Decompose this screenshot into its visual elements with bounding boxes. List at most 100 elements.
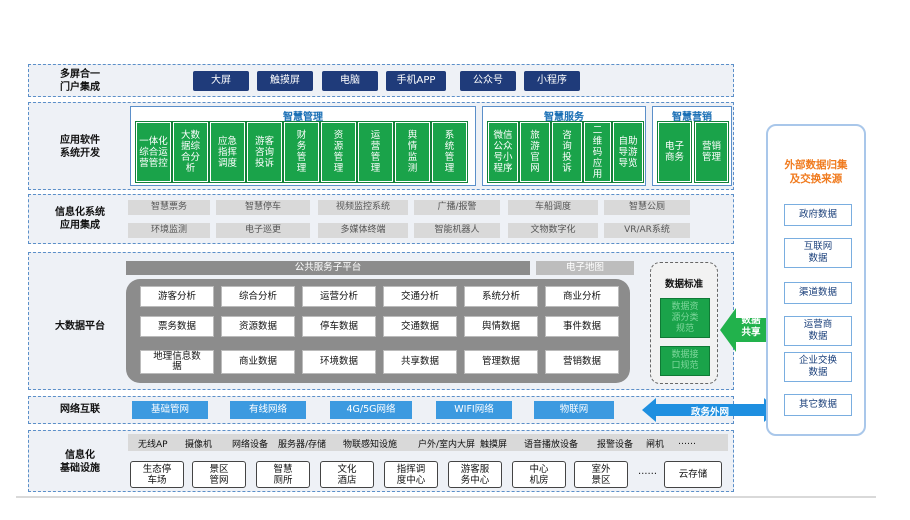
infra-facility: 景区 管网 <box>192 461 246 488</box>
gov-network-label: 政务外网 <box>690 407 729 418</box>
data-standard-item: 数据接 口规范 <box>660 346 710 376</box>
smart-management-item[interactable]: 资 源 管 理 <box>320 121 357 183</box>
infra-device-bar <box>128 434 728 451</box>
platform-item: 运营分析 <box>302 286 376 307</box>
smart-management-item[interactable]: 系 统 管 理 <box>431 121 468 183</box>
infra-device: 摄像机 <box>185 440 213 450</box>
infra-facility: 文化 酒店 <box>320 461 374 488</box>
smart-service-item[interactable]: 微信 公众 号小 程序 <box>487 121 519 183</box>
external-data-title: 外部数据归集 及交换来源 <box>784 159 848 185</box>
smart-management-item[interactable]: 舆 情 监 测 <box>394 121 431 183</box>
public-service-bar: 公共服务子平台 <box>126 261 530 275</box>
info-system-item: 文物数字化 <box>508 223 598 238</box>
infra-device: 服务器/存储 <box>278 440 327 450</box>
portal-label: 多屏合一 门户集成 <box>60 69 100 93</box>
smart-management-item[interactable]: 一体化 综合运 营管控 <box>135 121 172 183</box>
smart-marketing-item[interactable]: 电子 商务 <box>657 121 692 183</box>
infra-facility: 室外 景区 <box>574 461 628 488</box>
platform-item: 商业数据 <box>221 350 295 374</box>
infra-facility: 中心 机房 <box>512 461 566 488</box>
platform-item: 营销数据 <box>545 350 619 374</box>
infra-device: 语音播放设备 <box>524 440 579 450</box>
smart-service-title: 智慧服务 <box>544 112 584 123</box>
smart-management-item[interactable]: 游客 咨询 投诉 <box>246 121 283 183</box>
external-data-item: 互联网 数据 <box>784 238 852 268</box>
info-system-item: 视频监控系统 <box>318 200 408 215</box>
external-data-item: 渠道数据 <box>784 282 852 304</box>
external-data-panel <box>766 124 866 436</box>
info-system-item: VR/AR系统 <box>604 223 690 238</box>
network-item: 基础管网 <box>132 401 208 419</box>
data-share-label: 数据 共享 <box>741 315 761 338</box>
apps-label: 应用软件 系统开发 <box>60 135 100 159</box>
smart-service-item[interactable]: 咨 询 投 诉 <box>551 121 583 183</box>
infra-facility: 游客服 务中心 <box>448 461 502 488</box>
external-data-item: 企业交换 数据 <box>784 352 852 382</box>
platform-item: 地理信息数 据 <box>140 350 214 374</box>
infra-device: 触摸屏 <box>480 440 508 450</box>
infra-device: 物联感知设施 <box>343 440 398 450</box>
e-map-bar: 电子地图 <box>536 261 634 275</box>
platform-item: 环境数据 <box>302 350 376 374</box>
portal-item[interactable]: 触摸屏 <box>257 71 313 91</box>
info-system-item: 智慧公厕 <box>604 200 690 215</box>
network-label: 网络互联 <box>60 404 100 415</box>
platform-item: 综合分析 <box>221 286 295 307</box>
bigdata-label: 大数据平台 <box>55 321 105 332</box>
platform-item: 停车数据 <box>302 316 376 337</box>
smart-management-title: 智慧管理 <box>283 112 323 123</box>
smart-marketing-item[interactable]: 营销 管理 <box>694 121 729 183</box>
portal-item[interactable]: 大屏 <box>193 71 249 91</box>
infra-device: 户外/室内大屏 <box>418 440 476 450</box>
portal-item[interactable]: 手机APP <box>386 71 446 91</box>
info-system-item: 电子巡更 <box>216 223 310 238</box>
external-data-item: 其它数据 <box>784 394 852 416</box>
infra-device: …… <box>678 437 696 447</box>
portal-row <box>28 64 734 97</box>
infra-label: 信息化 基础设施 <box>60 450 100 474</box>
platform-item: 商业分析 <box>545 286 619 307</box>
external-data-item: 政府数据 <box>784 204 852 226</box>
smart-management-item[interactable]: 运 营 管 理 <box>357 121 394 183</box>
info-system-item: 智能机器人 <box>414 223 500 238</box>
portal-item[interactable]: 电脑 <box>322 71 378 91</box>
platform-item: 资源数据 <box>221 316 295 337</box>
smart-service-item[interactable]: 自助 导游 导览 <box>612 121 644 183</box>
infra-device: 网络设备 <box>232 440 269 450</box>
infra-facility: 智慧 厕所 <box>256 461 310 488</box>
cloud-storage: 云存储 <box>664 461 722 488</box>
smart-service-item[interactable]: 二 维 码 应 用 <box>583 121 612 183</box>
platform-item: 票务数据 <box>140 316 214 337</box>
infra-facility: 指挥调 度中心 <box>384 461 438 488</box>
info-label: 信息化系统 应用集成 <box>55 207 105 231</box>
network-item: 4G/5G网络 <box>330 401 412 419</box>
network-item: 有线网络 <box>230 401 306 419</box>
infra-device: 无线AP <box>138 440 168 450</box>
smart-service-item[interactable]: 旅 游 官 网 <box>519 121 551 183</box>
platform-item: 交通分析 <box>383 286 457 307</box>
platform-item: 事件数据 <box>545 316 619 337</box>
platform-item: 管理数据 <box>464 350 538 374</box>
portal-item[interactable]: 公众号 <box>460 71 516 91</box>
portal-item[interactable]: 小程序 <box>524 71 580 91</box>
smart-management-item[interactable]: 财 务 管 理 <box>283 121 320 183</box>
smart-management-item[interactable]: 应急 指挥 调度 <box>209 121 246 183</box>
info-system-item: 环境监测 <box>128 223 210 238</box>
info-system-item: 多媒体终端 <box>318 223 408 238</box>
data-standard-item: 数据资 源分类 规范 <box>660 298 710 338</box>
bottom-divider <box>16 496 876 498</box>
network-item: WIFI网络 <box>436 401 512 419</box>
info-system-item: 广播/报警 <box>414 200 500 215</box>
smart-marketing-title: 智慧营销 <box>672 112 712 123</box>
infra-device: 报警设备 <box>597 440 634 450</box>
smart-management-item[interactable]: 大数 据综 合分 析 <box>172 121 209 183</box>
gov-network-arrow <box>642 398 778 422</box>
network-item: 物联网 <box>534 401 614 419</box>
platform-item: 交通数据 <box>383 316 457 337</box>
info-system-item: 车船调度 <box>508 200 598 215</box>
info-system-item: 智慧停车 <box>216 200 310 215</box>
platform-item: 共享数据 <box>383 350 457 374</box>
platform-item: 舆情数据 <box>464 316 538 337</box>
info-system-item: 智慧票务 <box>128 200 210 215</box>
external-data-item: 运营商 数据 <box>784 316 852 346</box>
